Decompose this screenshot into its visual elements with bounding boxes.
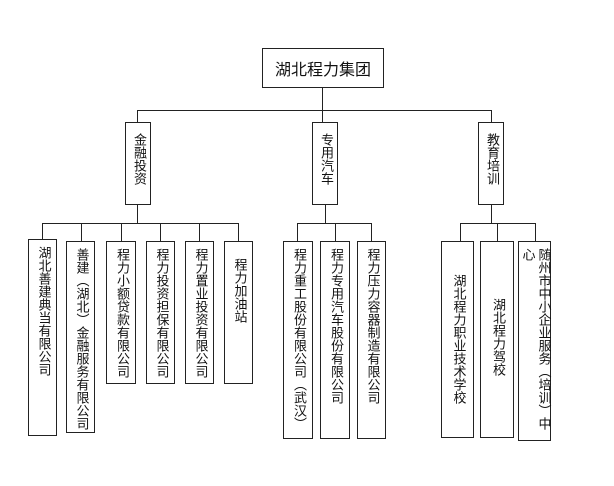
- company-node: 湖北程力职业技术学校: [441, 241, 474, 438]
- company-label: 程力加油站: [231, 258, 247, 323]
- company-label: 程力重工股份有限公司（武汉）: [291, 248, 306, 430]
- company-node: 程力重工股份有限公司（武汉）: [283, 241, 313, 439]
- connector-leaf: [497, 223, 498, 241]
- company-label: 湖北善建典当有限公司: [35, 246, 51, 376]
- connector-leaf: [238, 223, 239, 241]
- connector-cat1: [137, 110, 138, 122]
- category-node-finance: 金融投资: [125, 122, 151, 205]
- root-label: 湖北程力集团: [274, 60, 371, 79]
- category-node-vehicles: 专用汽车: [312, 122, 338, 205]
- connector-top-bar: [137, 110, 492, 111]
- connector-leaf: [460, 223, 461, 241]
- connector-leaf: [121, 223, 122, 241]
- connector-finance-bar: [42, 223, 238, 224]
- company-node: 湖北善建典当有限公司: [28, 239, 57, 436]
- connector-leaf: [335, 223, 336, 241]
- connector-leaf: [371, 223, 372, 241]
- category-label: 教育培训: [484, 133, 499, 185]
- category-node-education: 教育培训: [478, 122, 504, 205]
- connector-cat2: [322, 110, 323, 122]
- company-label: 程力投资担保有限公司: [153, 248, 169, 378]
- company-node: 程力专用汽车股份有限公司: [320, 241, 350, 439]
- company-node: 善建（湖北）金融服务有限公司: [66, 241, 95, 433]
- company-node: 湖北程力驾校: [480, 241, 514, 438]
- company-label: 程力压力容器制造有限公司: [364, 248, 380, 404]
- connector-leaf: [535, 223, 536, 241]
- connector-cat3: [491, 110, 492, 122]
- connector-root-down: [322, 88, 323, 110]
- company-node: 程力小额贷款有限公司: [106, 241, 136, 384]
- company-node: 随州市中小企业服务（培训）中心: [518, 241, 551, 441]
- company-label: 程力小额贷款有限公司: [114, 248, 129, 378]
- category-label: 专用汽车: [318, 133, 333, 185]
- company-node: 程力加油站: [224, 241, 253, 384]
- company-label: 湖北程力职业技术学校: [450, 274, 466, 404]
- connector-leaf: [42, 223, 43, 239]
- company-label: 随州市中小企业服务（培训）中心: [519, 248, 551, 430]
- company-label: 善建（湖北）金融服务有限公司: [73, 248, 89, 430]
- connector-education-down: [491, 205, 492, 223]
- connector-vehicles-down: [325, 205, 326, 223]
- connector-leaf: [160, 223, 161, 241]
- company-node: 程力置业投资有限公司: [185, 241, 214, 384]
- connector-finance-down: [137, 205, 138, 223]
- connector-leaf: [81, 223, 82, 241]
- company-label: 程力置业投资有限公司: [192, 248, 208, 378]
- company-node: 程力投资担保有限公司: [146, 241, 175, 384]
- category-label: 金融投资: [131, 133, 146, 185]
- company-label: 程力专用汽车股份有限公司: [328, 248, 343, 404]
- connector-education-bar: [460, 223, 536, 224]
- company-node: 程力压力容器制造有限公司: [357, 241, 386, 439]
- connector-vehicles-bar: [297, 223, 371, 224]
- connector-leaf: [297, 223, 298, 241]
- root-node: 湖北程力集团: [262, 48, 384, 88]
- connector-leaf: [199, 223, 200, 241]
- company-label: 湖北程力驾校: [490, 298, 505, 376]
